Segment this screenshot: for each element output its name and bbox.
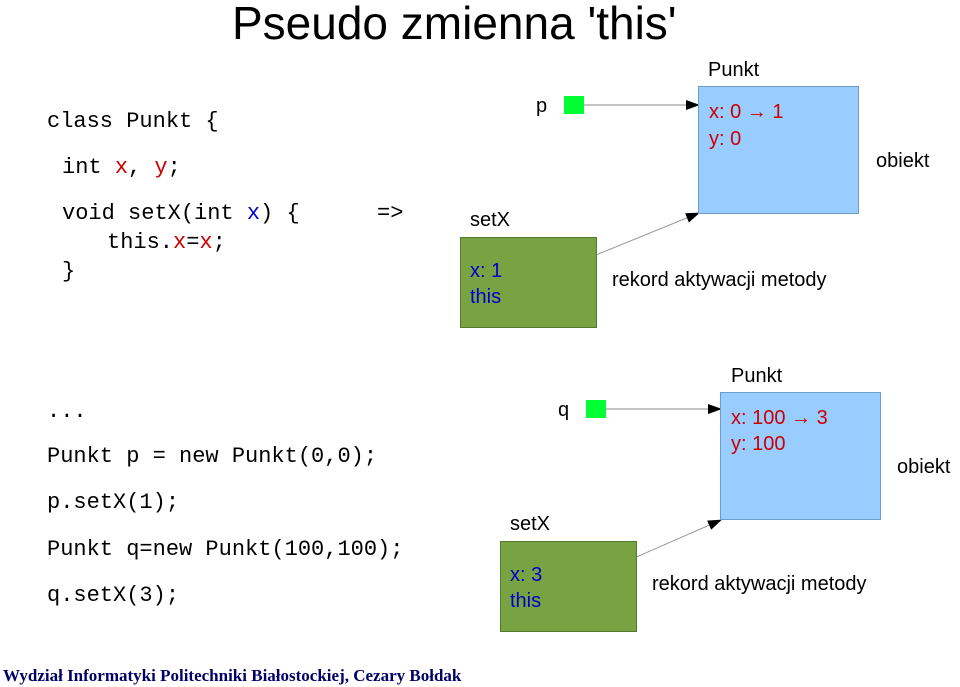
activation-record-box [460, 237, 597, 328]
code-close-brace: } [62, 259, 76, 284]
code-token: int [62, 155, 115, 180]
code-field-x: x [114, 155, 129, 180]
object-field-y: y: 0 [709, 128, 742, 150]
code-param-x: x [199, 230, 213, 255]
object-field-x: x: 0 → 1 [709, 102, 783, 122]
arrow-right-icon: → [791, 407, 812, 429]
code-transform-arrow: => [377, 201, 404, 226]
code-method-decl: void setX(int x) { [62, 203, 300, 225]
code-fields-decl: int x, y; [62, 157, 181, 179]
arrow-right-icon: → [746, 101, 767, 123]
code-class-decl: class Punkt { [47, 109, 219, 134]
object-field-y: y: 100 [731, 433, 786, 455]
field-x-new: 1 [766, 101, 784, 123]
code-method-body: this.x=x; [107, 232, 226, 254]
code-field-x: x [173, 230, 187, 255]
activation-record-box [500, 541, 637, 632]
frame-title: setX [470, 209, 511, 231]
field-x-new: 3 [811, 407, 828, 429]
field-x-old: x: 0 [709, 101, 747, 123]
code-ellipsis: ... [47, 399, 87, 424]
reference-label-p: p [536, 95, 548, 117]
reference-box-q [586, 400, 606, 418]
code-call-p: p.setX(1); [47, 490, 180, 515]
code-token: void setX(int [62, 201, 247, 226]
code-field-y: y [154, 155, 168, 180]
frame-this: this [510, 590, 542, 612]
code-call-q: q.setX(3); [47, 583, 180, 608]
object-title: Punkt [731, 365, 783, 387]
reference-box-p [564, 96, 584, 114]
code-token: = [186, 230, 200, 255]
code-token: ; [167, 155, 181, 180]
frame-this: this [470, 286, 502, 308]
frame-label: rekord aktywacji metody [652, 573, 867, 595]
code-new-q: Punkt q=new Punkt(100,100); [47, 537, 404, 562]
footer-credit: Wydział Informatyki Politechniki Białost… [3, 666, 462, 685]
code-token: , [128, 155, 155, 180]
frame-param-x: x: 3 [510, 564, 543, 586]
object-box [720, 392, 881, 520]
reference-label-q: q [558, 399, 570, 421]
code-token: this. [107, 230, 174, 255]
frame-param-x: x: 1 [470, 260, 503, 282]
code-new-p: Punkt p = new Punkt(0,0); [47, 444, 378, 469]
code-token: ) { [260, 201, 300, 226]
object-title: Punkt [708, 59, 760, 81]
object-box [698, 86, 859, 214]
object-label: obiekt [897, 456, 951, 478]
field-x-old: x: 100 [731, 407, 792, 429]
frame-title: setX [510, 513, 551, 535]
slide-title: Pseudo zmienna 'this' [232, 0, 677, 49]
code-param-x: x [246, 201, 261, 226]
object-field-x: x: 100 → 3 [731, 408, 828, 428]
code-token: ; [212, 230, 226, 255]
frame-label: rekord aktywacji metody [612, 269, 827, 291]
object-label: obiekt [876, 150, 930, 172]
